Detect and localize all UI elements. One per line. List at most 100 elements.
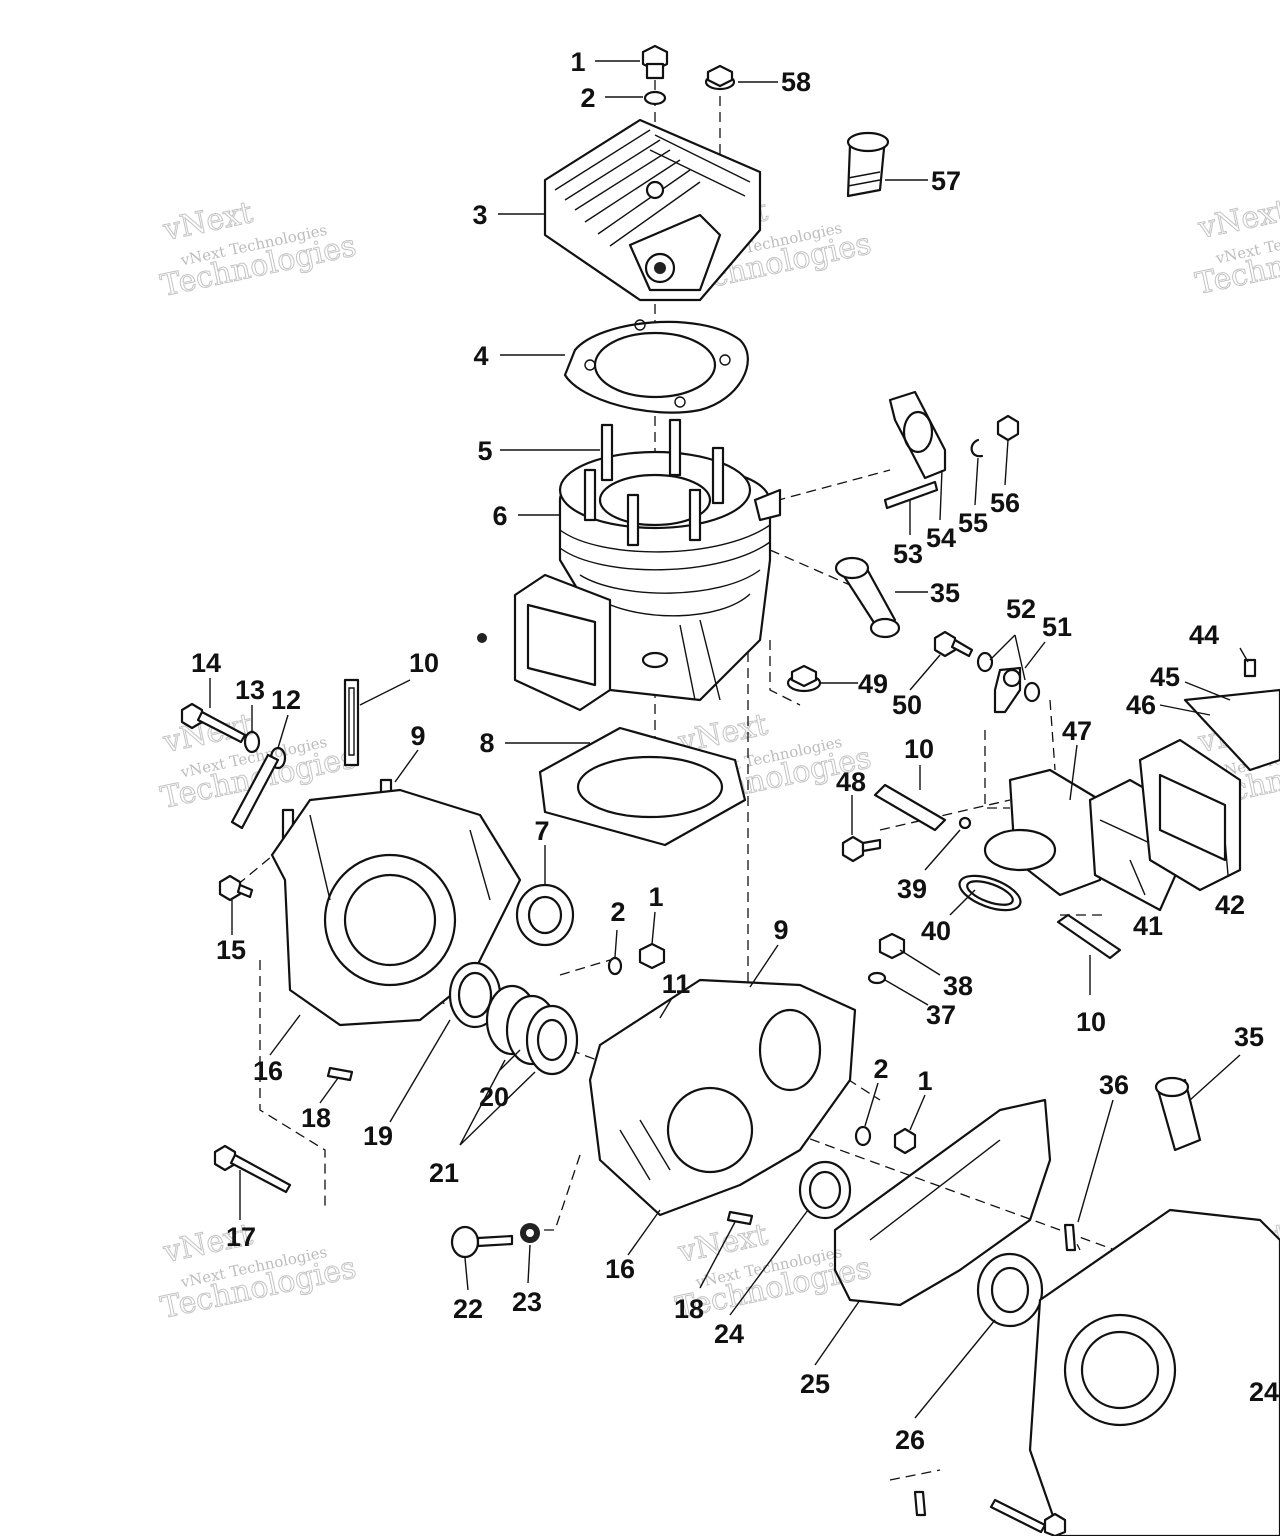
gasket-25 xyxy=(833,1098,1052,1307)
o-ring-23 xyxy=(520,1223,540,1243)
callout-24a: 24 xyxy=(714,1319,744,1349)
parts xyxy=(180,44,1280,1536)
bolt-48 xyxy=(841,835,882,863)
callout-53: 53 xyxy=(893,539,923,569)
dowel-18-left xyxy=(326,1066,354,1082)
callout-18b: 18 xyxy=(674,1294,704,1324)
callout-57: 57 xyxy=(931,166,961,196)
lock-washer-55 xyxy=(970,438,984,458)
washer-37 xyxy=(867,971,887,985)
callout-21: 21 xyxy=(429,1158,459,1188)
callout-18a: 18 xyxy=(301,1103,331,1133)
callout-13: 13 xyxy=(235,675,265,705)
nut-49 xyxy=(786,664,822,693)
fitting-57 xyxy=(846,131,890,198)
bolt-17 xyxy=(213,1144,292,1194)
callout-40: 40 xyxy=(921,916,951,946)
bolt-1-top xyxy=(641,44,669,80)
callout-9b: 9 xyxy=(773,915,788,945)
callout-15: 15 xyxy=(216,935,246,965)
bolt-14 xyxy=(180,702,247,744)
callout-24b: 24 xyxy=(1249,1377,1279,1407)
washer-2-top xyxy=(643,90,667,106)
washer-2-low xyxy=(854,1125,872,1147)
callout-54: 54 xyxy=(926,523,956,553)
callout-14: 14 xyxy=(191,648,221,678)
bearing-26 xyxy=(976,1252,1044,1328)
callout-1b: 1 xyxy=(648,882,663,912)
nut-56 xyxy=(996,414,1020,442)
bolt-bottom xyxy=(989,1498,1067,1536)
callout-48: 48 xyxy=(836,767,866,797)
callout-12: 12 xyxy=(271,685,301,715)
callout-39: 39 xyxy=(897,874,927,904)
callout-25: 25 xyxy=(800,1369,830,1399)
reed-plate-45-46 xyxy=(1183,688,1280,772)
callout-3: 3 xyxy=(472,200,487,230)
dowel-bottom xyxy=(913,1490,927,1517)
callout-7: 7 xyxy=(534,816,549,846)
callout-55: 55 xyxy=(958,508,988,538)
leader-lines xyxy=(209,60,1249,1419)
callout-56: 56 xyxy=(990,488,1020,518)
banjo-fitting-51 xyxy=(993,666,1022,714)
callout-10b: 10 xyxy=(904,734,934,764)
bolt-1-mid xyxy=(638,942,666,970)
callout-2a: 2 xyxy=(580,83,595,113)
callout-2c: 2 xyxy=(873,1054,888,1084)
washer-52 xyxy=(976,651,994,673)
intake-port xyxy=(477,573,612,712)
callout-23: 23 xyxy=(512,1287,542,1317)
callout-16b: 16 xyxy=(605,1254,635,1284)
callout-38: 38 xyxy=(943,971,973,1001)
watermark-7: vNext vNext Technologies Technologies xyxy=(157,1217,359,1327)
dowel-18-mid xyxy=(726,1210,754,1226)
callout-numbers: 1 2 3 4 5 6 7 8 9 10 12 13 14 15 16 17 1… xyxy=(191,47,1279,1455)
reed-housing-42 xyxy=(1138,738,1242,892)
callout-17: 17 xyxy=(226,1222,256,1252)
callout-9a: 9 xyxy=(410,721,425,751)
callout-49: 49 xyxy=(858,669,888,699)
strap-10-right xyxy=(1056,913,1122,960)
exhaust-flange-54 xyxy=(888,390,947,480)
bearings-20 xyxy=(485,984,579,1076)
washer-52b xyxy=(1023,681,1041,703)
washer-2-mid xyxy=(607,956,623,976)
callout-50: 50 xyxy=(892,690,922,720)
callout-58: 58 xyxy=(781,67,811,97)
callout-41: 41 xyxy=(1133,911,1163,941)
cylinder-head-3 xyxy=(543,118,762,302)
callout-52: 52 xyxy=(1006,594,1036,624)
stud-53 xyxy=(883,480,939,510)
callout-6: 6 xyxy=(492,501,507,531)
callout-42: 42 xyxy=(1215,890,1245,920)
screw-44 xyxy=(1243,658,1257,678)
callout-1c: 1 xyxy=(917,1066,932,1096)
callout-35a: 35 xyxy=(930,578,960,608)
callout-11: 11 xyxy=(662,969,691,999)
studs-5 xyxy=(583,418,725,547)
callout-22: 22 xyxy=(453,1294,483,1324)
callout-45: 45 xyxy=(1150,662,1180,692)
seal-24-mid xyxy=(798,1160,852,1220)
strap-10-mid xyxy=(873,783,947,832)
callout-44: 44 xyxy=(1189,620,1219,650)
watermark-3: vNext vNext Technologies Technologies xyxy=(1192,193,1280,303)
callout-37: 37 xyxy=(926,1000,956,1030)
callout-16a: 16 xyxy=(253,1056,283,1086)
dowel-11-left xyxy=(230,753,280,830)
crankcase-16-right xyxy=(588,978,857,1217)
callout-19: 19 xyxy=(363,1121,393,1151)
callout-8: 8 xyxy=(479,728,494,758)
crankcase-cover xyxy=(1028,1208,1280,1536)
flange-nut-58 xyxy=(704,64,736,91)
callout-2b: 2 xyxy=(610,897,625,927)
clamp-40 xyxy=(958,874,1022,912)
callout-35b: 35 xyxy=(1234,1022,1264,1052)
base-gasket-8 xyxy=(538,726,747,847)
socket-35-upper xyxy=(834,556,901,639)
socket-35-lower xyxy=(1154,1076,1202,1152)
callout-10a: 10 xyxy=(409,648,439,678)
callout-1a: 1 xyxy=(570,47,585,77)
